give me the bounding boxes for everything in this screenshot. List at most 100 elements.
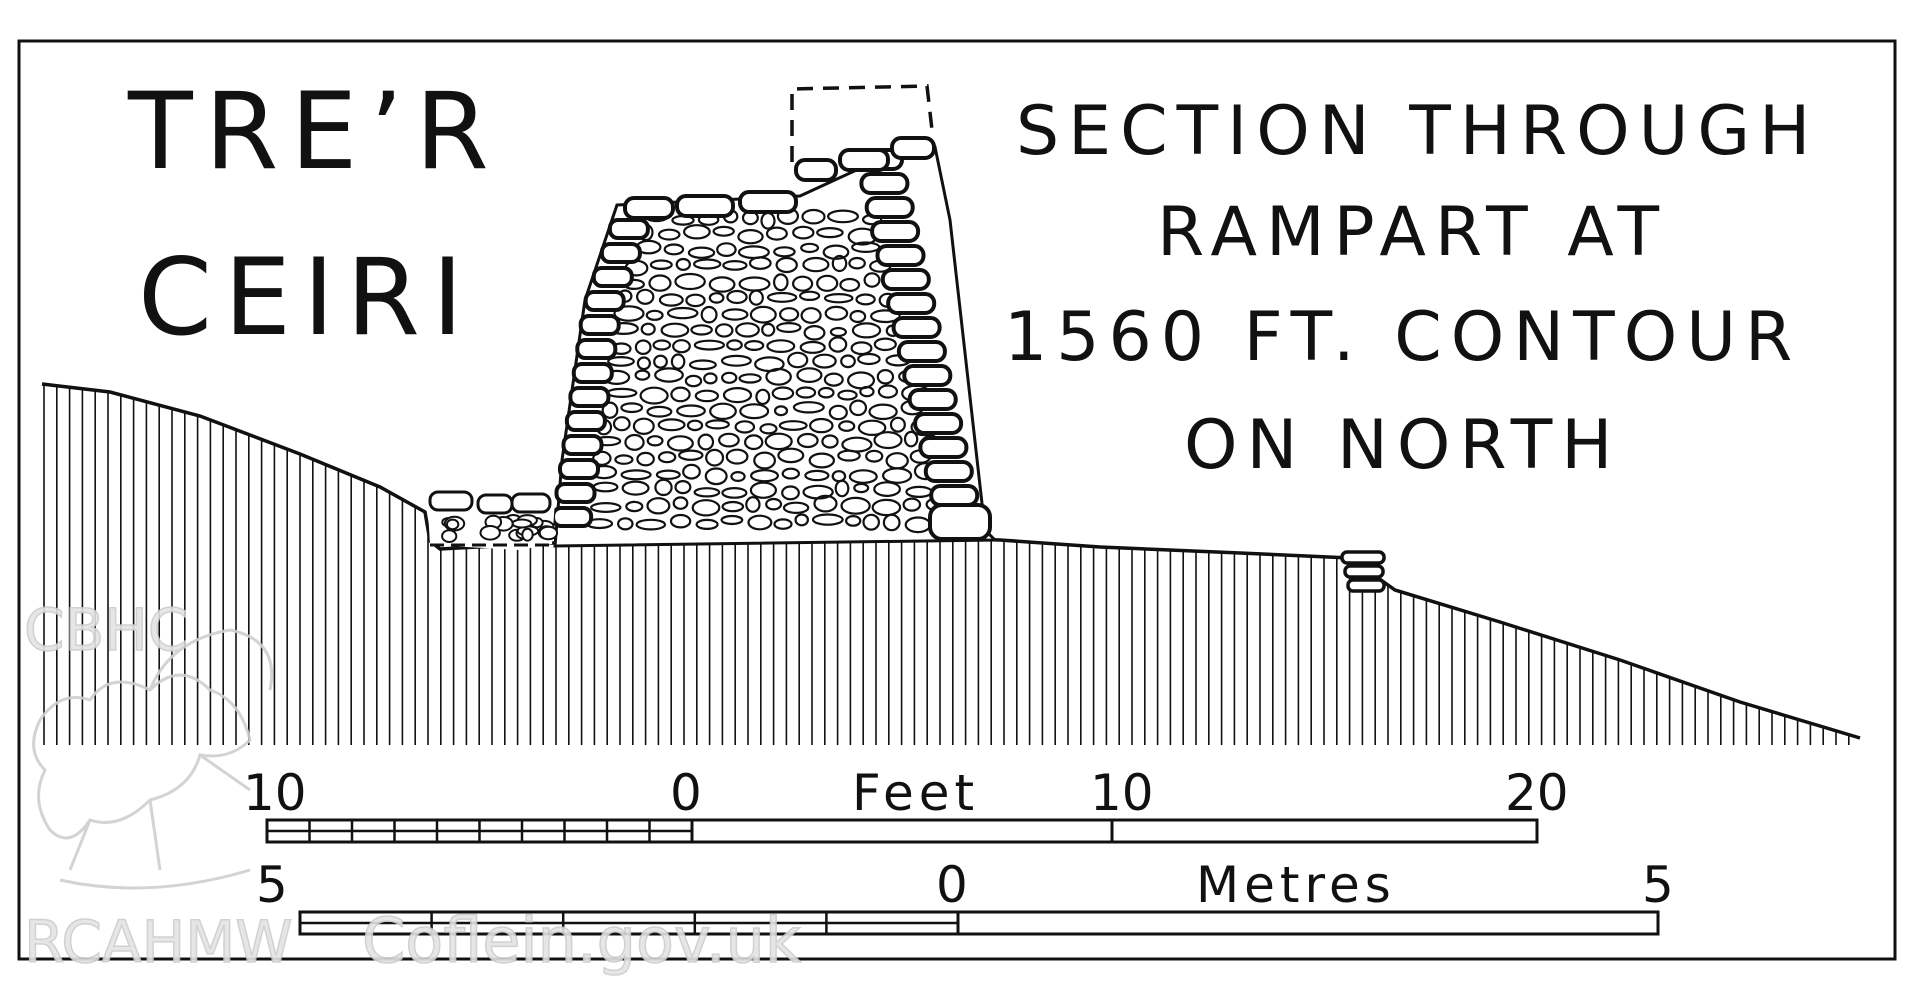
rubble-stone [721,500,745,513]
rubble-stone [781,467,801,480]
rubble-stone [868,403,898,421]
caption-line1: SECTION THROUGH [1016,92,1819,171]
rubble-stone [764,432,793,451]
facing-stone [907,388,958,411]
facing-stone [571,362,614,384]
rubble-stone [777,447,805,464]
rubble-stone [722,387,753,404]
rubble-stone [792,225,815,240]
rubble-stone [657,451,677,464]
rubble-stone [730,471,746,483]
rubble-stone [734,420,756,434]
rubble-stone [851,322,882,339]
rubble-stone [721,371,738,384]
rubble-stone [800,242,820,254]
metres-unit-label: Metres [1196,856,1396,914]
rubble-stone [709,402,737,420]
rubble-stone [675,257,692,271]
rubble-stone [670,386,691,403]
rubble-stone [708,276,736,293]
rubble-stone [823,372,844,387]
rubble-stone [823,293,854,304]
facing-stone [838,148,890,172]
rubble-stone [821,434,839,449]
rubble-stone [669,513,692,529]
rubble-stone [798,290,821,301]
metres-label-5-left: 5 [256,856,288,914]
rubble-stone [845,515,862,527]
rubble-stone [721,487,748,499]
rampart-facing-stones [551,136,992,541]
facing-stone [891,316,942,339]
facing-stone [599,242,642,264]
facing-stone [929,484,980,507]
spread-stone [445,518,460,531]
rubble-stone [683,224,711,240]
rubble-stone [857,419,887,436]
rubble-stone [635,518,667,531]
rubble-stone [685,293,706,308]
rubble-stone [721,308,749,321]
welsh-dragon-icon [32,628,274,890]
rubble-stone [877,384,899,399]
spread-stone [521,527,534,542]
rubble-stone [801,208,826,225]
rubble-stone [831,254,848,273]
rubble-stone [674,272,706,291]
facing-stone [923,460,974,483]
feet-label-20: 20 [1505,764,1569,822]
rubble-stone [834,479,850,498]
facing-stone [870,220,921,243]
rubble-stone [654,478,673,497]
metres-scale-bar [298,910,1660,936]
rubble-stone [670,353,686,370]
rubble-stone [765,497,783,511]
rubble-stone [705,419,730,430]
rubble-stone [649,259,673,270]
facing-stone [568,386,611,408]
facing-stone [859,172,910,195]
facing-stone [886,292,937,315]
rubble-stone [765,367,792,386]
rubble-stone [684,374,703,388]
outer-stone-feature [1340,550,1386,593]
rubble-stone [625,500,644,513]
rubble-stone [705,448,725,467]
rubble-stone [621,480,650,496]
rubble-stone [850,341,873,356]
facing-stone [918,436,969,459]
rubble-stone [749,469,779,483]
rubble-stone [903,430,919,448]
rubble-stone [865,449,884,463]
rubble-stone [881,467,913,484]
rubble-stone [590,502,622,514]
rcahmw-watermark: CBHC RCAHMW Coflein.gov.uk [23,595,801,978]
rubble-stone [712,225,735,237]
rubble-stone [882,513,901,532]
rubble-stone [791,275,814,292]
rubble-stone [747,514,773,531]
rubble-stone [859,385,875,398]
rubble-stone [700,305,718,324]
rubble-stone [848,256,866,270]
rubble-stone [775,256,798,274]
spread-stone [511,518,533,529]
rubble-stone [902,497,922,512]
rubble-stone [657,228,681,241]
feet-scale-bar [265,818,1539,844]
rubble-stone [624,433,645,451]
rubble-stone [718,432,740,448]
rubble-stone [759,423,778,435]
rubble-stone [863,272,881,288]
feet-label-10-left: 10 [243,764,307,822]
facing-stone [551,506,594,528]
rubble-stone [796,367,823,384]
rubble-stone [726,339,743,351]
rubble-stone [691,499,721,517]
rubble-stone [748,289,764,306]
rubble-stone [773,405,789,417]
rubble-stone [808,417,834,434]
facing-stone [890,136,936,160]
facing-stone [738,190,798,214]
